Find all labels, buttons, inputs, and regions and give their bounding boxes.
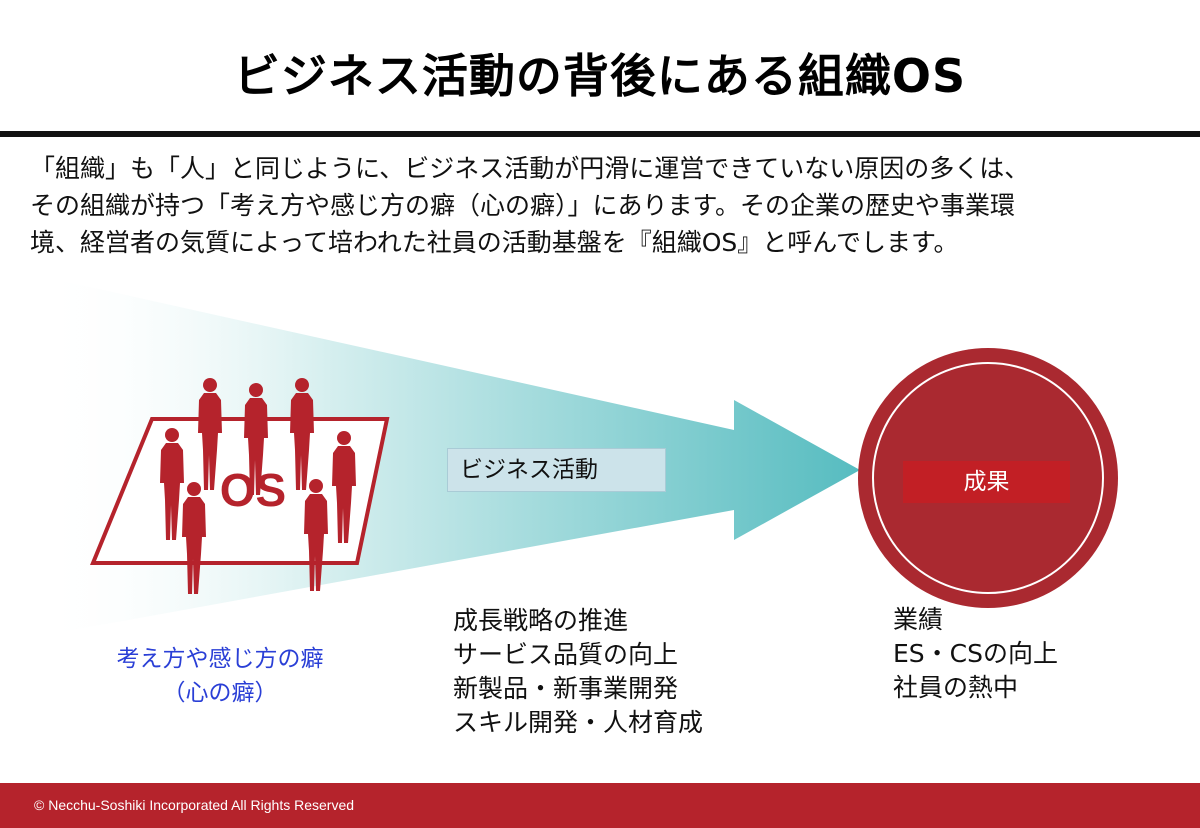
outcome-item: ES・CSの向上 [893, 639, 1058, 668]
intro-line: その組織が持つ「考え方や感じ方の癖（心の癖）」にあります。その企業の歴史や事業環 [30, 191, 1016, 220]
activity-item: 成長戦略の推進 [453, 606, 629, 635]
intro-line: 境、経営者の気質によって培われた社員の活動基盤を『組織OS』と呼んでします。 [30, 228, 959, 257]
outcome-item: 社員の熱中 [893, 673, 1019, 702]
activity-item: 新製品・新事業開発 [453, 674, 679, 703]
business-activity-label: ビジネス活動 [447, 448, 666, 492]
page-title: ビジネス活動の背後にある組織OS [233, 49, 967, 103]
activities-list: 成長戦略の推進 サービス品質の向上 新製品・新事業開発 スキル開発・人材育成 [453, 604, 703, 740]
activity-item: スキル開発・人材育成 [453, 708, 704, 737]
intro-paragraph: 「組織」も「人」と同じように、ビジネス活動が円滑に運営できていない原因の多くは、… [30, 150, 1180, 261]
copyright-text: © Necchu-Soshiki Incorporated All Rights… [34, 797, 355, 813]
os-platform-label: OS [220, 464, 286, 516]
intro-line: 「組織」も「人」と同じように、ビジネス活動が円滑に運営できていない原因の多くは、 [30, 154, 1030, 183]
mindset-caption: 考え方や感じ方の癖 （心の癖） [70, 642, 370, 710]
outcomes-list: 業績 ES・CSの向上 社員の熱中 [893, 603, 1058, 705]
outcome-item: 業績 [893, 605, 944, 634]
result-label: 成果 [903, 461, 1070, 503]
title-divider [0, 131, 1200, 137]
mindset-line: 考え方や感じ方の癖 [116, 646, 324, 672]
mindset-line: （心の癖） [162, 680, 278, 706]
activity-item: サービス品質の向上 [453, 640, 679, 669]
footer-bar: © Necchu-Soshiki Incorporated All Rights… [0, 783, 1200, 828]
